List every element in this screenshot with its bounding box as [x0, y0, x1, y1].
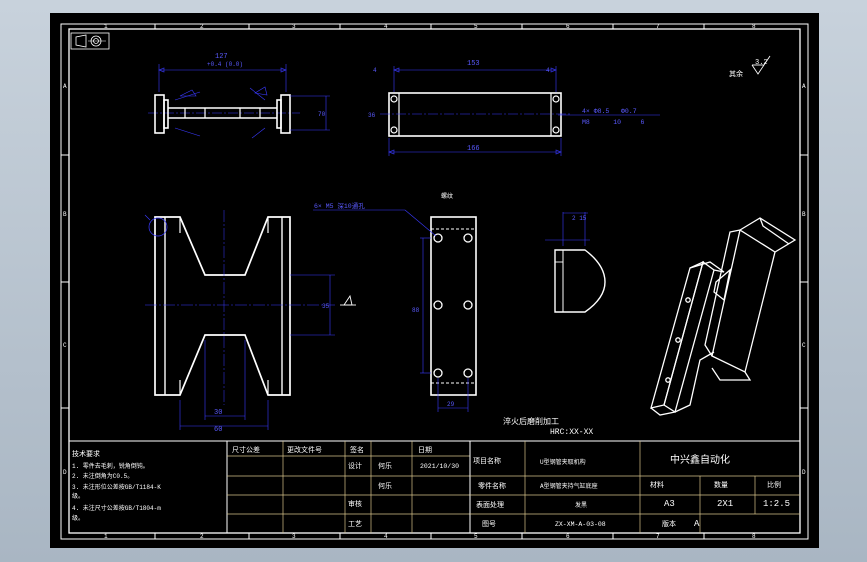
tb-size-label: 材料	[650, 480, 664, 490]
zone-number-4: 4	[384, 23, 388, 30]
tb-version-value: A	[694, 519, 700, 529]
projection-symbol	[70, 32, 110, 50]
dim-29: 29	[447, 401, 455, 408]
title-block: 尺寸公差 更改文件号 签名 日期 设计 何乐 2021/10/30 审核 何乐 …	[69, 440, 800, 533]
th-sign: 签名	[350, 445, 364, 455]
tb-project-label: 项目名称	[473, 456, 501, 466]
zone-markers: 1 2 3 4 5 6 7 8 1 2 3 4 5 6 7 8 A B C D …	[61, 23, 808, 540]
tech-req-line-6: 级。	[72, 514, 84, 522]
roughness-symbol: 其余 3.2	[729, 55, 771, 79]
zone-number-1-bottom: 1	[104, 533, 108, 540]
dim-36: 36	[368, 112, 376, 119]
zone-letter-d: D	[63, 469, 67, 476]
dim-127: 127	[215, 53, 228, 61]
th-change-file: 更改文件号	[287, 445, 322, 455]
dim-70: 70	[318, 111, 326, 118]
dim-2-15: 2 15	[572, 215, 587, 222]
zone-number-1: 1	[104, 23, 108, 30]
tb-design-date: 2021/10/30	[420, 463, 459, 470]
tb-craft-label: 工艺	[348, 520, 362, 529]
th-tolerance: 尺寸公差	[232, 445, 260, 455]
zone-number-5-bottom: 5	[474, 533, 478, 540]
zone-number-3-bottom: 3	[292, 533, 296, 540]
th-date: 日期	[418, 446, 432, 455]
dim-88: 88	[412, 307, 420, 314]
zone-letter-b: B	[63, 211, 67, 218]
dim-127-tol: +0.4 (0.0)	[207, 61, 243, 68]
zone-number-3: 3	[292, 23, 296, 30]
zone-number-6: 6	[566, 23, 570, 30]
heat-treatment-note: 淬火后磨削加工	[503, 416, 559, 427]
drawing-sheet	[50, 13, 819, 548]
tech-requirements: 技术要求 1. 零件去毛刺，锐角倒钝。 2. 未注倒角为C0.5。 3. 未注形…	[72, 449, 161, 522]
zone-letter-d-right: D	[802, 469, 806, 476]
tb-surface-label: 表面处理	[476, 500, 504, 510]
zone-letter-c: C	[63, 342, 67, 349]
zone-number-8-bottom: 8	[752, 533, 756, 540]
tb-project-value: U型钢管夹取机构	[540, 458, 586, 466]
view-side: 6× M5 深10通孔 螺纹 88 29	[313, 192, 477, 412]
tb-part-label: 零件名称	[478, 481, 506, 491]
tb-check-name: 何乐	[378, 481, 392, 491]
zone-number-8: 8	[752, 23, 756, 30]
zone-number-2-bottom: 2	[200, 533, 204, 540]
dim-60: 60	[214, 426, 222, 434]
tb-scale-value: 1:2.5	[763, 499, 790, 509]
tech-req-line-3: 3. 未注形位公差按GB/T1184-K	[72, 483, 161, 491]
roughness-value: 3.2	[755, 59, 768, 67]
tb-design-label: 设计	[348, 461, 362, 471]
zone-number-7: 7	[656, 23, 660, 30]
tb-quantity-label: 数量	[714, 480, 728, 490]
zone-letter-a-right: A	[802, 83, 806, 90]
dim-4-left: 4	[373, 67, 377, 74]
tb-drawno-value: ZX-XM-A-03-08	[555, 521, 606, 528]
tb-size-value: A3	[664, 499, 675, 509]
zone-letter-a: A	[63, 83, 67, 90]
tb-drawno-label: 图号	[482, 520, 496, 529]
tech-req-line-4: 级。	[72, 492, 84, 500]
tb-scale-label: 比例	[767, 480, 781, 490]
zone-letter-b-right: B	[802, 211, 806, 218]
tb-company: 中兴鑫自动化	[670, 453, 730, 467]
zone-number-6-bottom: 6	[566, 533, 570, 540]
zone-number-7-bottom: 7	[656, 533, 660, 540]
view-detail-i: 2 15	[545, 212, 606, 313]
tb-design-name: 何乐	[378, 461, 392, 471]
tb-check-label: 审核	[348, 499, 362, 509]
tb-version-label: 版本	[662, 519, 676, 529]
hole-spec-2: M8 10 6	[582, 119, 645, 126]
dim-30: 30	[214, 409, 222, 417]
tech-req-line-5: 4. 未注尺寸公差按GB/T1804-m	[72, 504, 161, 512]
zone-number-4-bottom: 4	[384, 533, 388, 540]
tb-part-value: A型钢管夹持气缸底座	[540, 482, 598, 490]
zone-number-2: 2	[200, 23, 204, 30]
hole-spec-1: 4× Φ8.5 Φ0.7	[582, 108, 637, 115]
tech-req-line-2: 2. 未注倒角为C0.5。	[72, 472, 133, 480]
dim-4-right: 4	[546, 67, 550, 74]
view-isometric	[650, 217, 797, 416]
view-top-section: 127 +0.4 (0.0) 70	[148, 53, 330, 139]
zone-letter-c-right: C	[802, 342, 806, 349]
tb-quantity-value: 2X1	[717, 499, 733, 509]
zone-number-5: 5	[474, 23, 478, 30]
dim-166: 166	[467, 145, 480, 153]
thread-callout: 6× M5 深10通孔	[314, 201, 365, 210]
dim-35: 35	[322, 303, 330, 310]
tech-req-line-1: 1. 零件去毛刺，锐角倒钝。	[72, 462, 149, 470]
hardness-note: HRC:XX-XX	[550, 428, 593, 437]
tb-surface-value: 发黑	[575, 501, 587, 509]
dim-153: 153	[467, 60, 480, 68]
view-bar-plan: 153 166 4× Φ8.5 Φ0.7 M8 10 6 4 4 36	[368, 60, 660, 156]
side-view-label: 螺纹	[441, 192, 453, 200]
view-front: 35 30 60	[144, 210, 356, 434]
roughness-prefix: 其余	[729, 69, 743, 79]
tech-req-title: 技术要求	[72, 449, 100, 459]
inner-frame	[68, 28, 801, 534]
